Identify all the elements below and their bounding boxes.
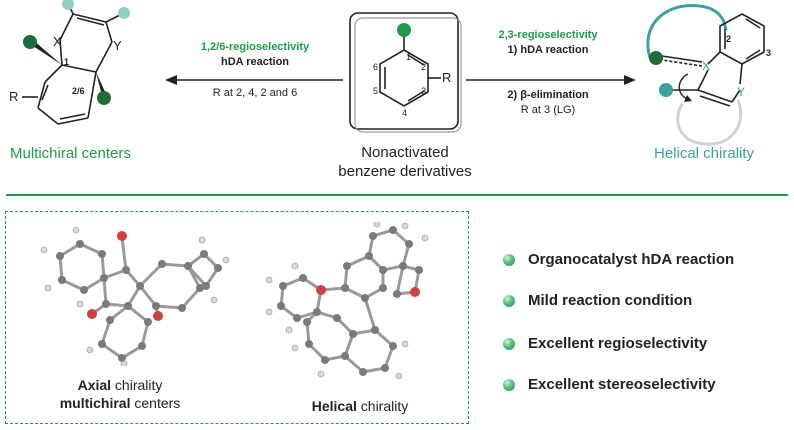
feature-item: Excellent regioselectivity [503,335,707,352]
position-label: 4 [402,108,407,118]
y-atom-label: Y [113,38,122,53]
position-label: 5 [373,86,378,96]
helical-chirality-crystal-structure [265,222,429,380]
position-label: 1 [406,52,411,62]
benzene-substrate-box: 1 2 3 4 5 6 R [349,12,462,133]
right-reaction-conditions-lower: 2) β-elimination R at 3 (LG) [468,88,628,118]
right-regioselectivity: 2,3-regioselectivity [498,29,598,41]
position-label: 2 [421,62,426,72]
feature-text: Mild reaction condition [528,292,693,309]
helical-product-structure: X Y 2 3 [646,4,771,146]
feature-item: Mild reaction condition [503,292,692,309]
position-label: 3 [766,48,771,58]
feature-text: Excellent regioselectivity [528,335,708,352]
right-step-2: 2) β-elimination [507,89,589,101]
x-atom-label: X [702,59,710,73]
r-group-label: R [442,70,451,85]
left-reaction-type: hDA reaction [220,56,290,68]
position-label: 3 [421,86,426,96]
position-label: 6 [373,62,378,72]
axial-chirality-crystal-structure [40,226,230,366]
r-group-label: R [9,89,18,104]
feature-item: Organocatalyst hDA reaction [503,251,734,268]
x-atom-label: X [53,34,62,49]
green-bullet-icon [503,253,515,266]
position-label: 2/6 [72,86,85,96]
feature-item: Excellent stereoselectivity [503,376,716,393]
position-label: 2 [726,34,731,44]
left-reaction-arrow [165,75,343,85]
right-substitution-condition: R at 3 (LG) [520,104,576,116]
feature-text: Organocatalyst hDA reaction [528,251,735,268]
left-substitution-condition: R at 2, 4, 2 and 6 [212,87,298,99]
section-divider [6,194,788,196]
right-step-1: 1) hDA reaction [507,44,589,56]
position-label: 1 [64,57,69,67]
y-atom-label: Y [737,85,745,99]
right-product-label: Helical chirality [654,145,755,162]
green-bullet-icon [503,294,515,307]
feature-text: Excellent stereoselectivity [528,376,716,393]
crystal-structures-box [5,211,469,424]
left-reaction-conditions: 1,2/6-regioselectivity hDA reaction [170,40,340,70]
axial-chirality-caption: Axial chirality multichiral centers [59,377,181,411]
green-bullet-icon [503,337,515,350]
right-reaction-conditions: 2,3-regioselectivity 1) hDA reaction [468,28,628,58]
substrate-label: Nonactivated benzene derivatives [338,144,472,180]
helical-chirality-caption: Helical chirality [311,398,409,414]
left-regioselectivity: 1,2/6-regioselectivity [200,41,310,53]
right-reaction-arrow [466,75,636,85]
multichiral-product-structure: X Y 1 2/6 R [9,0,130,125]
left-product-label: Multichiral centers [10,145,131,162]
green-bullet-icon [503,378,515,391]
